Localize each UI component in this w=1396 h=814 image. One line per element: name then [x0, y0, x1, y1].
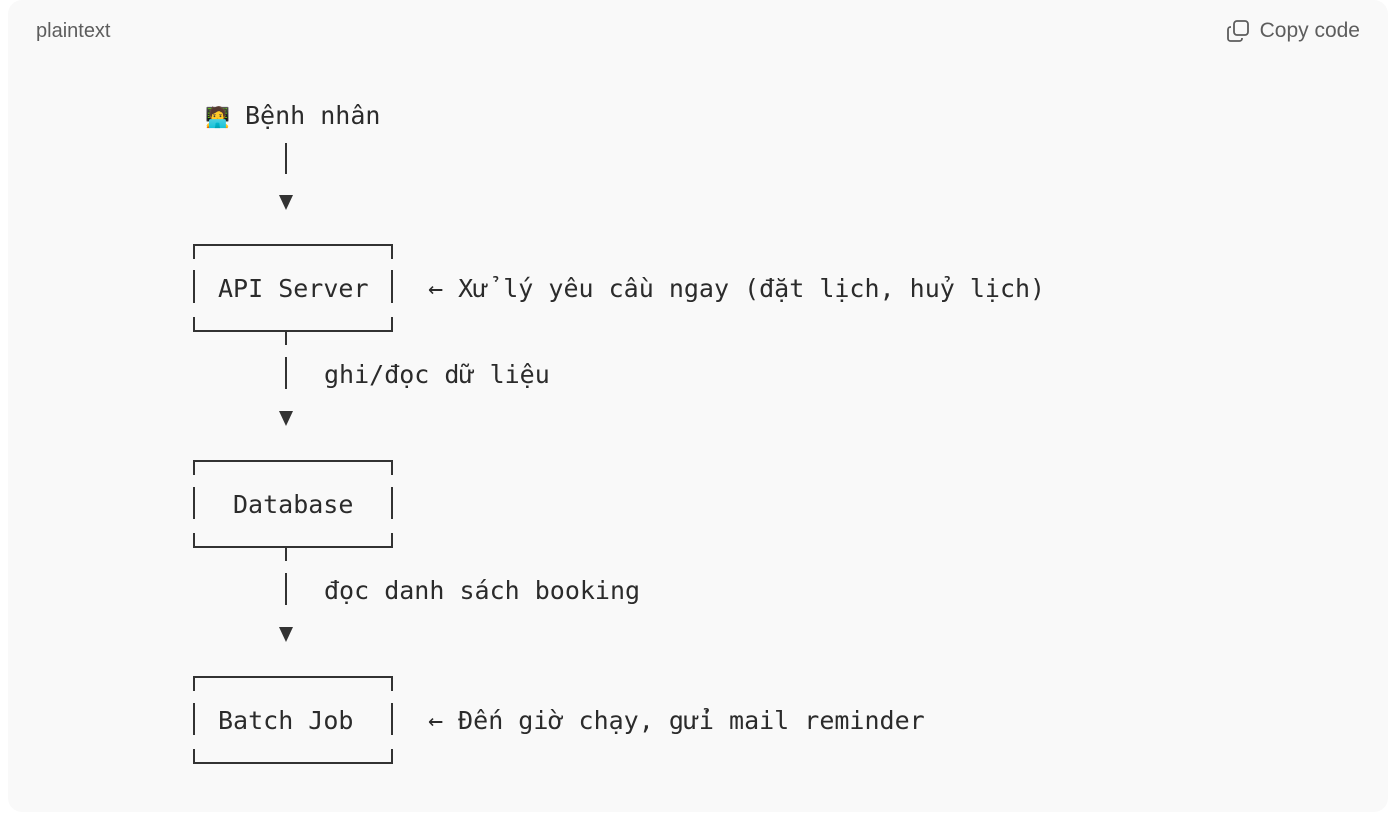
language-label: plaintext: [36, 20, 111, 42]
edge-api-db-arrowhead: [279, 411, 293, 426]
copy-icon: [1226, 19, 1250, 43]
patient-icon: 🧑‍💻: [205, 105, 230, 129]
api-server-note: ← Xử lý yêu cầu ngay (đặt lịch, huỷ lịch…: [428, 274, 1045, 303]
copy-code-button[interactable]: Copy code: [1226, 19, 1360, 43]
batch-job-box: [193, 676, 393, 764]
database-label: Database: [233, 490, 353, 519]
edge-db-batch-arrowhead: [279, 627, 293, 642]
copy-code-label: Copy code: [1259, 19, 1360, 42]
api-server-box: [193, 244, 393, 332]
batch-job-note: ← Đến giờ chạy, gửi mail reminder: [428, 706, 925, 735]
database-box: [193, 460, 393, 548]
edge-patient-api-arrowhead: [279, 195, 293, 210]
ascii-diagram: 🧑‍💻 Bệnh nhân API Server ← Xử lý yêu cầu…: [193, 101, 1045, 764]
batch-job-label: Batch Job: [218, 706, 353, 735]
edge-db-batch-label: đọc danh sách booking: [324, 576, 640, 605]
code-block: plaintext Copy code 🧑‍💻 Bệnh nhân API Se…: [8, 0, 1388, 812]
edge-api-db-label: ghi/đọc dữ liệu: [324, 360, 550, 389]
api-server-label: API Server: [218, 274, 369, 303]
patient-label: Bệnh nhân: [245, 101, 380, 130]
